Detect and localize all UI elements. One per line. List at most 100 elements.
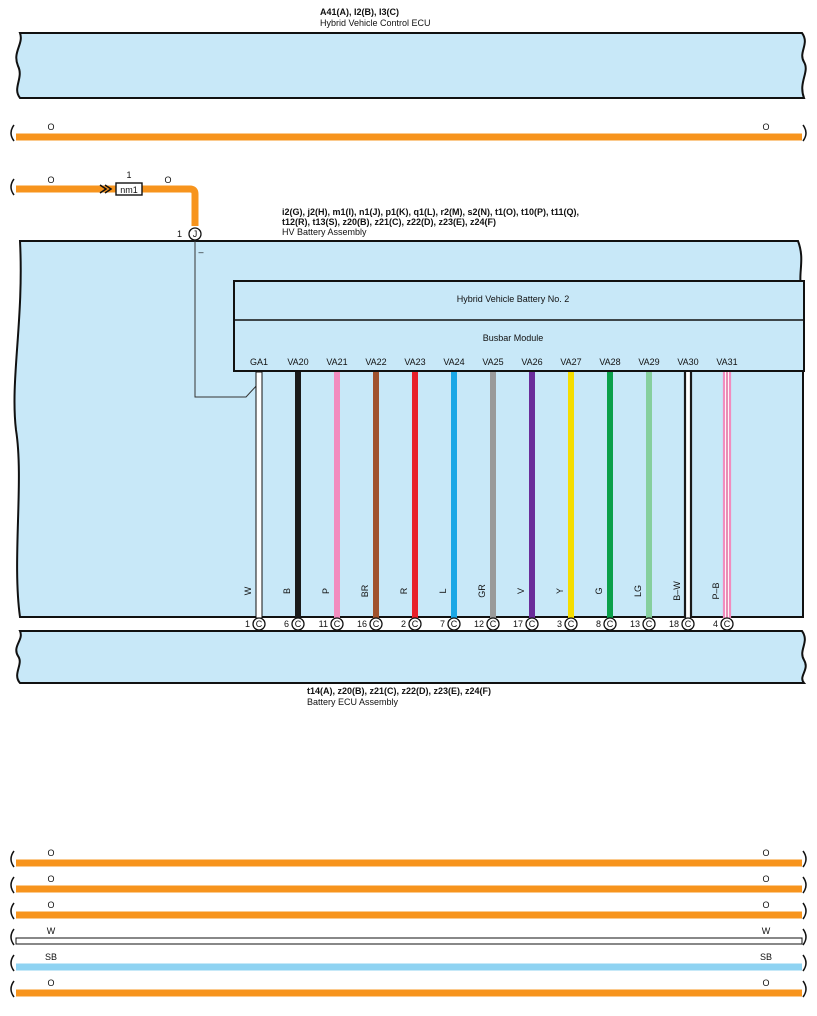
bottom-wire-right-color: SB: [760, 952, 772, 962]
wire-break-right: [802, 876, 807, 894]
wire-line: [684, 372, 692, 618]
wire-pin-number: 17: [513, 619, 523, 629]
battery-ecu-panel: [15, 630, 807, 684]
wire-terminal-tag: C: [685, 619, 692, 629]
wire-break-left: [10, 954, 15, 972]
wire-top-label: VA30: [677, 357, 698, 367]
hv-connector-tag: J: [193, 229, 198, 239]
wire-color-label: P: [321, 588, 331, 594]
wire-terminal-tag: C: [412, 619, 419, 629]
wire-terminal-tag: C: [529, 619, 536, 629]
wire-color-label: P–B: [711, 582, 721, 599]
wire-top-label: VA22: [365, 357, 386, 367]
busbar-title: Busbar Module: [483, 333, 544, 343]
wire-top-label: VA29: [638, 357, 659, 367]
wire-break-right: [802, 928, 807, 946]
wire-color-label: GR: [477, 584, 487, 598]
wire-top-label: VA28: [599, 357, 620, 367]
wire-break-right: [802, 850, 807, 868]
bottom-wire-right-color: W: [762, 926, 771, 936]
battery-ecu-name: Battery ECU Assembly: [307, 697, 399, 707]
wire-break-left: [10, 902, 15, 920]
wire-top-label: VA26: [521, 357, 542, 367]
wire-terminal-tag: C: [607, 619, 614, 629]
wire-top-label: VA23: [404, 357, 425, 367]
bottom-wire-left-color: O: [47, 874, 54, 884]
wire-break-left: [10, 850, 15, 868]
bottom-wire-right-color: O: [762, 900, 769, 910]
hv-battery-connector-line1: i2(G), j2(H), m1(I), n1(J), p1(K), q1(L)…: [282, 207, 579, 217]
wire-color-label: V: [516, 588, 526, 594]
wire-top-label: VA20: [287, 357, 308, 367]
wire-pin-number: 18: [669, 619, 679, 629]
bottom-wire-left-color: O: [47, 978, 54, 988]
wire-break-right: [802, 954, 807, 972]
bottom-wire: SB SB: [10, 952, 807, 972]
wire-color-label: R: [399, 587, 409, 594]
connector-box: [115, 182, 143, 196]
battery-no2-title: Hybrid Vehicle Battery No. 2: [457, 294, 570, 304]
wire-pin-number: 6: [284, 619, 289, 629]
wire-terminal-tag: C: [295, 619, 302, 629]
wire-color-label: Y: [555, 588, 565, 594]
wire-terminal-tag: C: [490, 619, 497, 629]
wire-top-label: VA24: [443, 357, 464, 367]
bottom-wire-right-color: O: [762, 874, 769, 884]
wire-line: [255, 371, 263, 619]
wire-color-label: G: [594, 587, 604, 594]
wire-top-label: VA31: [716, 357, 737, 367]
wire-color-label: W: [243, 586, 253, 595]
wire-pin-number: 11: [319, 619, 328, 629]
bottom-wire-left-color: W: [47, 926, 56, 936]
wire-pin-number: 3: [557, 619, 562, 629]
battery-ecu-connector: t14(A), z20(B), z21(C), z22(D), z23(E), …: [307, 686, 491, 696]
wire-pin-number: 16: [357, 619, 367, 629]
wire-terminal-tag: C: [451, 619, 458, 629]
bottom-wire-line: [15, 937, 803, 945]
hv-battery-connector-line2: t12(R), t13(S), z20(B), z21(C), z22(D), …: [282, 217, 496, 227]
wire-color-label: L: [438, 588, 448, 593]
wire-top-label: VA27: [560, 357, 581, 367]
hvc-ecu-panel: [15, 32, 807, 99]
wire-break-left: [10, 876, 15, 894]
top-wire: O O: [10, 122, 807, 142]
wire-pin-number: 1: [245, 619, 250, 629]
wire-break-right: [802, 902, 807, 920]
battery-no2-box: [233, 280, 805, 372]
hv-battery-name: HV Battery Assembly: [282, 227, 367, 237]
wire-break-right: [802, 980, 807, 998]
bottom-wire-left-color: SB: [45, 952, 57, 962]
wire-pin-number: 12: [474, 619, 484, 629]
wire-break-left: [10, 928, 15, 946]
junction-connector-pin: 1: [126, 170, 131, 180]
wire-terminal-tag: C: [568, 619, 575, 629]
wire-terminal-tag: C: [373, 619, 380, 629]
wire-terminal-tag: C: [256, 619, 263, 629]
bottom-wire-left-color: O: [47, 900, 54, 910]
junction-wire-right-color: O: [164, 175, 171, 185]
wire-pin-number: 2: [401, 619, 406, 629]
wire-terminal-tag: C: [724, 619, 731, 629]
wire-color-label: BR: [360, 584, 370, 597]
wire-color-label: LG: [633, 585, 643, 597]
hvc-ecu-connector: A41(A), I2(B), I3(C): [320, 7, 399, 17]
top-wire-left-color: O: [47, 122, 54, 132]
bottom-wire-right-color: O: [762, 848, 769, 858]
wire-top-label: VA21: [326, 357, 347, 367]
hv-connector-pin: 1: [177, 229, 182, 239]
wire-pin-number: 8: [596, 619, 601, 629]
wire-pin-number: 4: [713, 619, 718, 629]
bottom-wire-right-color: O: [762, 978, 769, 988]
hvc-ecu-name: Hybrid Vehicle Control ECU: [320, 18, 431, 28]
top-wire-right-color: O: [762, 122, 769, 132]
wire-terminal-tag: C: [646, 619, 653, 629]
junction-wire-left-color: O: [47, 175, 54, 185]
